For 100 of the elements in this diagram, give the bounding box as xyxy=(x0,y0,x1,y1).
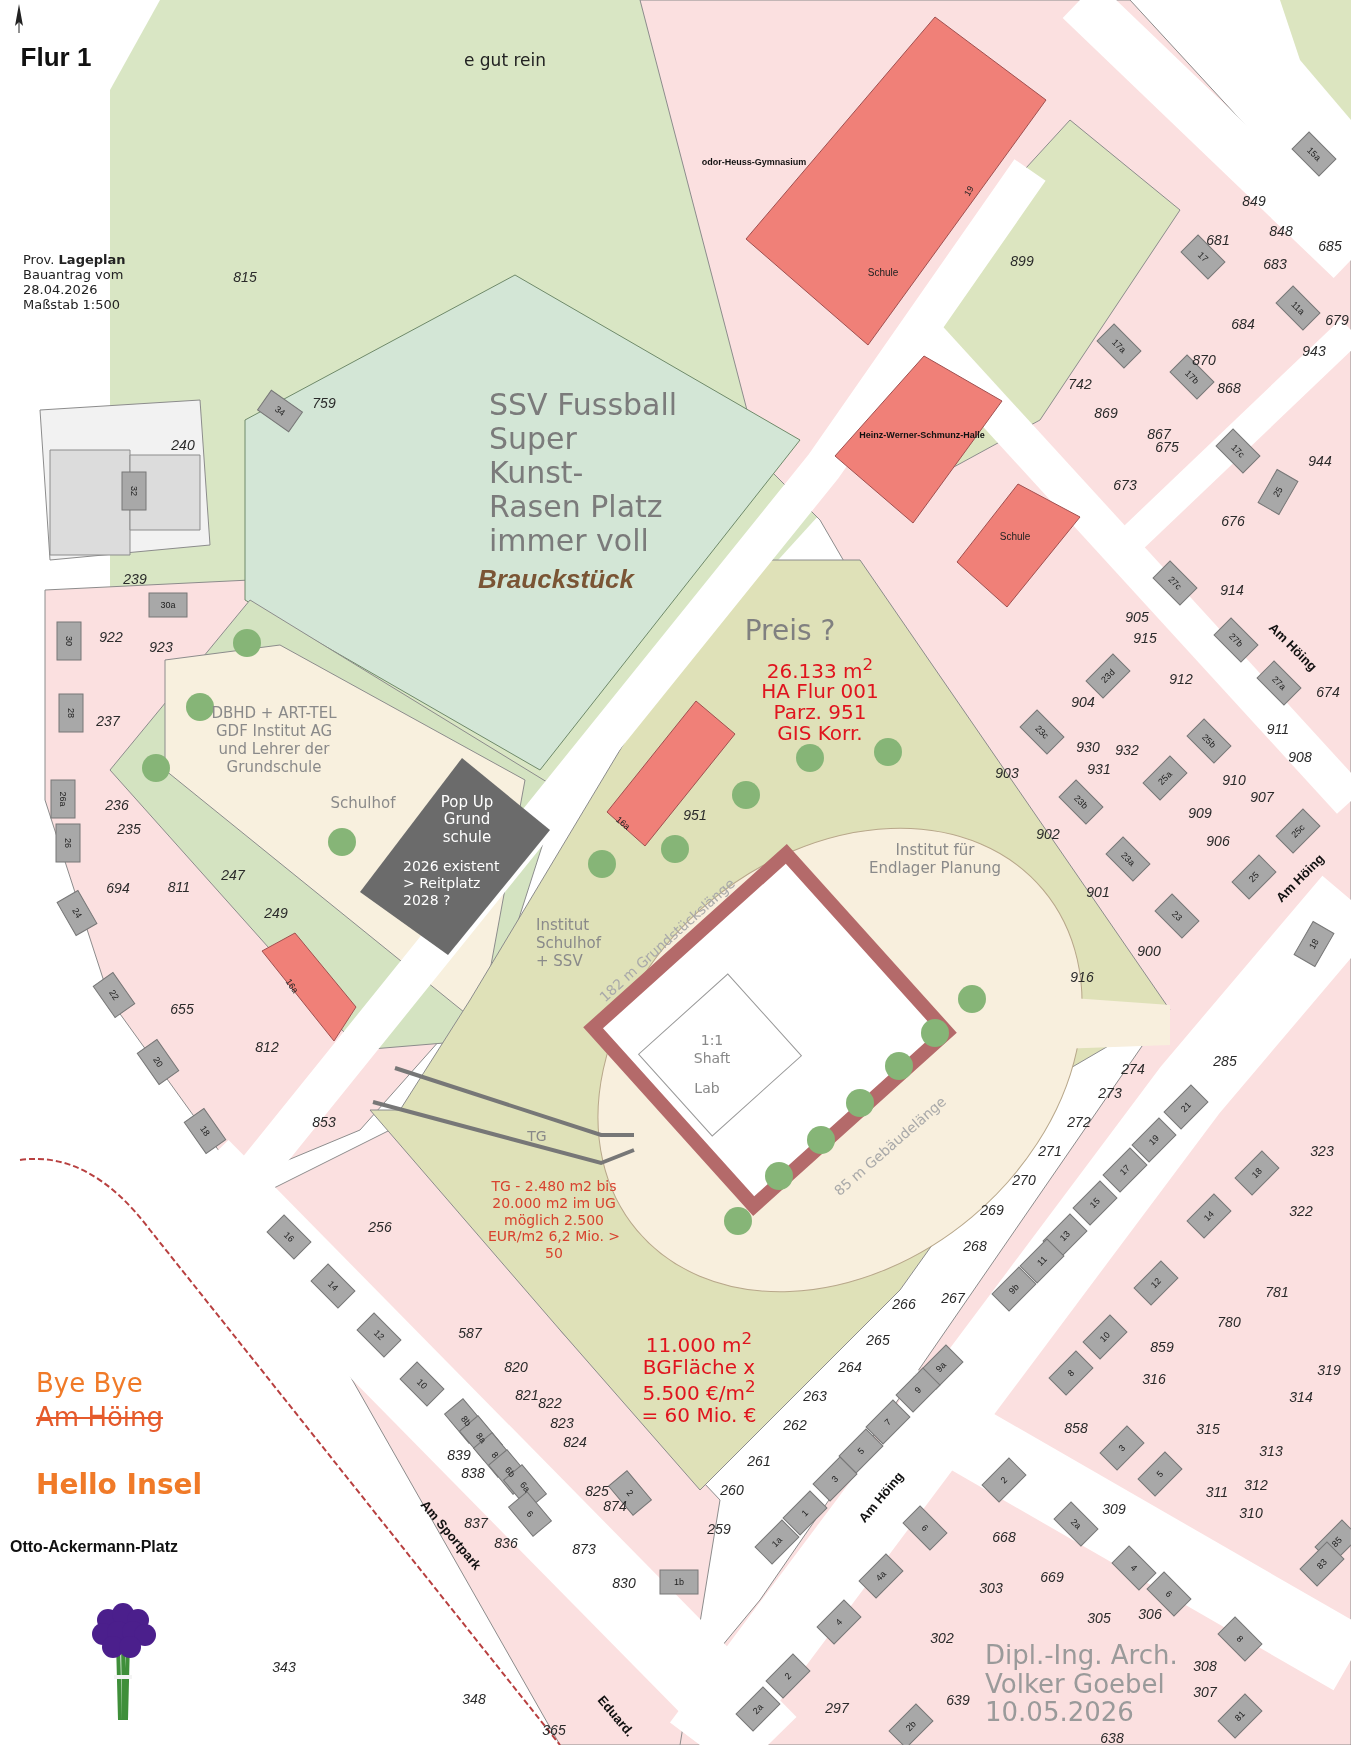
house-number: 25b xyxy=(1200,732,1218,750)
house-number: 6 xyxy=(919,1522,931,1534)
area-value: 11.000 m$^{2}$ xyxy=(645,1329,753,1357)
house-number: 18 xyxy=(1249,1165,1265,1181)
parcel-number: 272 xyxy=(1067,1114,1091,1130)
parcel-number: 815 xyxy=(233,269,257,285)
house-number: 23 xyxy=(1169,908,1185,924)
house-number: 5 xyxy=(1154,1468,1166,1480)
parcel-number: 849 xyxy=(1242,193,1266,209)
parcel-number: 655 xyxy=(170,1001,194,1017)
parcel-number: 263 xyxy=(803,1388,827,1404)
parcel-number: 676 xyxy=(1221,513,1245,529)
house-number: 28 xyxy=(66,708,76,718)
parcel-number: 315 xyxy=(1196,1421,1220,1437)
house-number: 2b xyxy=(903,1718,919,1734)
parcel-number: 825 xyxy=(585,1483,609,1499)
parcel-number: 904 xyxy=(1071,694,1095,710)
house-number: 2a xyxy=(750,1701,766,1717)
area-annotation: Institut für Endlager Planung xyxy=(868,841,1002,877)
building-annotation: 2026 existent > Reitplatz 2028 ? xyxy=(403,858,501,909)
house-number: 14 xyxy=(325,1278,341,1294)
house-number: 9a xyxy=(933,1359,949,1375)
house-number: 26a xyxy=(58,791,68,807)
area-value: GIS Korr. xyxy=(777,721,863,745)
parcel-number: 303 xyxy=(979,1580,1003,1596)
house-number: 27b xyxy=(1227,631,1245,649)
parcel-number: 306 xyxy=(1138,1606,1162,1622)
building-label: Schule xyxy=(867,266,899,278)
parcel-number: 675 xyxy=(1155,439,1179,455)
house-number: 10 xyxy=(1097,1329,1113,1345)
house-number: 2 xyxy=(998,1474,1010,1486)
house-number: 15 xyxy=(1087,1195,1103,1211)
house-number: 85 xyxy=(1329,1534,1345,1550)
parcel-number: 873 xyxy=(572,1541,596,1557)
parcel-number: 312 xyxy=(1244,1477,1268,1493)
house-number: 17a xyxy=(1110,337,1128,355)
parcel-number: 916 xyxy=(1070,969,1094,985)
parcel-number: 820 xyxy=(504,1359,528,1375)
parcel-number: 316 xyxy=(1142,1371,1166,1387)
parcel-number: 930 xyxy=(1076,739,1100,755)
area-annotation: DBHD + ART-TEL GDF Institut AG und Lehrer der Grundschule xyxy=(210,704,338,776)
parcel-number: 247 xyxy=(221,867,245,883)
parcel-number: 905 xyxy=(1125,609,1149,625)
parcel-number: 587 xyxy=(458,1325,482,1341)
parcel-number: 759 xyxy=(312,395,336,411)
field-annotation: SSV Fussball Super Kunst- Rasen Platz immer voll xyxy=(489,388,679,558)
house-number: 16 xyxy=(281,1229,297,1245)
house-number: 25 xyxy=(1271,485,1285,499)
house-number: 81 xyxy=(1232,1708,1248,1724)
house-number: 4 xyxy=(1128,1562,1140,1574)
parcel-number: 823 xyxy=(550,1415,574,1431)
parcel-number: 307 xyxy=(1193,1684,1217,1700)
parcel-number: 261 xyxy=(747,1453,771,1469)
parcel-number: 836 xyxy=(494,1535,518,1551)
room-label: Lab xyxy=(694,1080,720,1096)
house-number: 8 xyxy=(489,1449,501,1461)
house-number: 27a xyxy=(1270,674,1288,692)
heading: Flur 1 xyxy=(20,41,92,73)
author-signature: Dipl.-Ing. Arch. Volker Goebel 10.05.2026 xyxy=(985,1641,1179,1727)
parcel-number: 268 xyxy=(963,1238,987,1254)
house-number: 13 xyxy=(1057,1228,1073,1244)
parcel-number: 249 xyxy=(264,905,288,921)
house-number: 5 xyxy=(855,1445,867,1457)
house-number: 1a xyxy=(769,1534,785,1550)
house-number: 25c xyxy=(1289,822,1307,840)
parcel-number: 267 xyxy=(941,1290,965,1306)
house-number: 20 xyxy=(151,1055,165,1069)
house-number: 16a xyxy=(614,814,632,832)
parcel-number: 915 xyxy=(1133,630,1157,646)
house-number: 14 xyxy=(1201,1208,1217,1224)
parcel-number: 908 xyxy=(1288,749,1312,765)
house-number: 30 xyxy=(64,636,74,646)
house-number: 11 xyxy=(1035,1254,1049,1268)
parcel-number: 824 xyxy=(563,1434,587,1450)
house-number: 12 xyxy=(371,1327,387,1343)
house-number: 18 xyxy=(198,1124,212,1138)
parcel-number: 906 xyxy=(1206,833,1230,849)
parcel-number: 899 xyxy=(1010,253,1034,269)
parcel-number: 260 xyxy=(720,1482,744,1498)
parcel-number: 943 xyxy=(1302,343,1326,359)
cost-annotation: TG - 2.480 m2 bis 20.000 m2 im UG möglich 2.500 EUR/m2 6,2 Mio. > 50 xyxy=(486,1178,622,1262)
house-number: 1b xyxy=(674,1577,684,1587)
parcel-number: 323 xyxy=(1310,1143,1334,1159)
parcel-number: 639 xyxy=(946,1692,970,1708)
parcel-number: 781 xyxy=(1265,1284,1289,1300)
parcel-number: 903 xyxy=(995,765,1019,781)
house-number: 18 xyxy=(1307,937,1321,951)
parcel-number: 853 xyxy=(312,1114,336,1130)
parcel-number: 848 xyxy=(1269,223,1293,239)
parcel-number: 838 xyxy=(461,1465,485,1481)
house-number: 11a xyxy=(1289,299,1307,317)
house-number: 19 xyxy=(962,184,976,198)
area-name: Brauckstück xyxy=(477,563,635,595)
house-number: 8a xyxy=(473,1430,489,1446)
house-number: 6a xyxy=(517,1479,533,1495)
price-annotation: Preis ? xyxy=(744,613,836,647)
parcel-number: 822 xyxy=(538,1395,562,1411)
parcel-number: 931 xyxy=(1087,761,1111,777)
parcel-number: 365 xyxy=(542,1722,566,1738)
house-number: 7 xyxy=(882,1416,894,1428)
